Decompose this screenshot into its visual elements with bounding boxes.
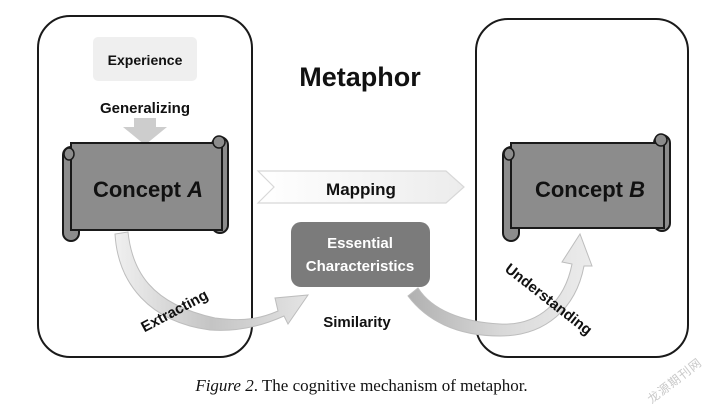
experience-label: Experience bbox=[108, 52, 183, 68]
figure-caption: Figure 2. The cognitive mechanism of met… bbox=[0, 376, 723, 396]
concept-b-scroll bbox=[502, 133, 671, 242]
essential-characteristics-box bbox=[291, 222, 430, 287]
title: Metaphor bbox=[299, 62, 421, 92]
similarity-label: Similarity bbox=[323, 314, 391, 331]
extracting-arrow bbox=[114, 231, 310, 331]
generalizing-arrow bbox=[123, 118, 167, 145]
concept-a-scroll bbox=[62, 135, 229, 242]
caption-figure-label: Figure 2 bbox=[195, 376, 254, 395]
generalizing-label: Generalizing bbox=[100, 100, 190, 117]
experience-box bbox=[93, 37, 197, 81]
understanding-arrow bbox=[407, 232, 593, 337]
essential-line2: Characteristics bbox=[306, 258, 414, 275]
essential-line1: Essential bbox=[327, 235, 393, 252]
mapping-label: Mapping bbox=[326, 180, 396, 199]
diagram-canvas: Experience Generalizing Concept A Concep… bbox=[37, 15, 689, 358]
concept-b-label: Concept B bbox=[535, 177, 645, 202]
mapping-arrow bbox=[256, 170, 465, 204]
caption-text: . The cognitive mechanism of metaphor. bbox=[253, 376, 528, 395]
concept-a-label: Concept A bbox=[93, 177, 203, 202]
